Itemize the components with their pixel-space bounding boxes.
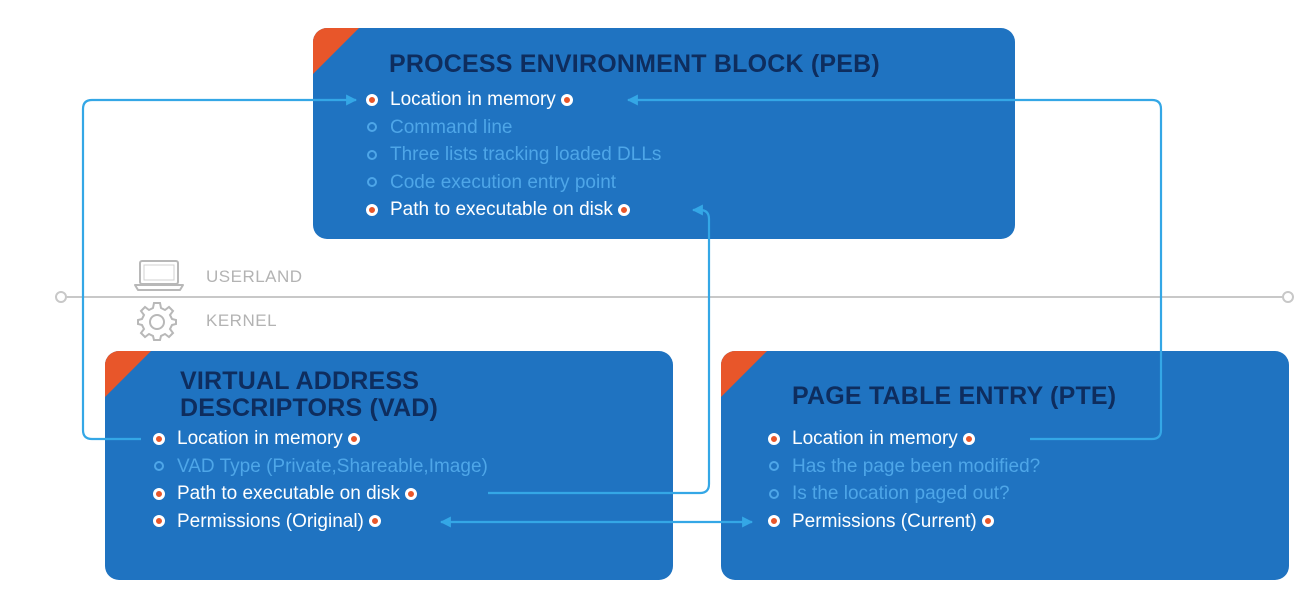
connector-dot-icon: [560, 93, 573, 106]
bullet-icon: [366, 203, 378, 216]
userland-label: USERLAND: [206, 267, 303, 286]
kernel-label: KERNEL: [206, 311, 278, 330]
bullet-icon: [366, 93, 378, 106]
vad-title: VIRTUAL ADDRESS DESCRIPTORS (VAD): [180, 368, 438, 422]
pte-item-paged-out: Is the location paged out?: [768, 480, 1040, 508]
connector-dot-icon: [347, 432, 360, 445]
peb-item-label: Path to executable on disk: [390, 199, 613, 220]
vad-title-line2: DESCRIPTORS (VAD): [180, 394, 439, 422]
bullet-icon: [153, 515, 165, 528]
peb-box: PROCESS ENVIRONMENT BLOCK (PEB) Location…: [313, 28, 1015, 239]
pte-item-page-modified: Has the page been modified?: [768, 453, 1040, 481]
connector-dot-icon: [962, 432, 975, 445]
pte-item-label: Has the page been modified?: [792, 455, 1041, 477]
pte-item-permissions-current: Permissions (Current): [768, 508, 1040, 536]
peb-item-loaded-dlls: Three lists tracking loaded DLLs: [366, 141, 661, 169]
bullet-icon: [154, 461, 164, 472]
pte-title: PAGE TABLE ENTRY (PTE): [792, 382, 1117, 410]
vad-corner-accent: [105, 351, 151, 397]
pte-item-location-in-memory: Location in memory: [768, 425, 1040, 453]
bullet-icon: [367, 122, 377, 133]
peb-item-location-in-memory: Location in memory: [366, 86, 661, 114]
peb-item-command-line: Command line: [366, 114, 661, 142]
peb-item-label: Location in memory: [390, 89, 556, 110]
connector-dot-icon: [404, 487, 417, 500]
peb-title: PROCESS ENVIRONMENT BLOCK (PEB): [389, 50, 880, 78]
connector-dot-icon: [981, 515, 994, 528]
vad-item-permissions-original: Permissions (Original): [153, 508, 488, 536]
bullet-icon: [769, 488, 779, 499]
vad-item-label: Permissions (Original): [177, 510, 364, 532]
vad-item-path-to-executable: Path to executable on disk: [153, 480, 488, 508]
vad-item-label: VAD Type (Private,Shareable,Image): [177, 455, 488, 477]
bullet-icon: [768, 515, 780, 528]
pte-box: PAGE TABLE ENTRY (PTE) Location in memor…: [721, 351, 1289, 580]
bullet-icon: [768, 432, 780, 445]
peb-field-list: Location in memory Command line Three li…: [366, 86, 661, 224]
vad-title-line1: VIRTUAL ADDRESS: [180, 367, 420, 395]
connector-dot-icon: [617, 203, 630, 216]
bullet-icon: [367, 149, 377, 160]
peb-item-label: Code execution entry point: [390, 171, 617, 193]
pte-item-label: Is the location paged out?: [792, 483, 1010, 504]
vad-field-list: Location in memory VAD Type (Private,Sha…: [153, 425, 488, 535]
vad-box: VIRTUAL ADDRESS DESCRIPTORS (VAD) Locati…: [105, 351, 673, 580]
vad-item-location-in-memory: Location in memory: [153, 425, 488, 453]
peb-item-entry-point: Code execution entry point: [366, 169, 661, 197]
laptop-icon: [134, 260, 184, 291]
pte-corner-accent: [721, 351, 767, 397]
vad-item-vad-type: VAD Type (Private,Shareable,Image): [153, 453, 488, 481]
gear-icon: [137, 302, 177, 341]
peb-item-label: Three lists tracking loaded DLLs: [390, 144, 662, 165]
peb-item-path-to-executable: Path to executable on disk: [366, 196, 661, 224]
bullet-icon: [367, 177, 377, 188]
pte-item-label: Location in memory: [792, 428, 958, 449]
vad-item-label: Location in memory: [177, 428, 343, 449]
connector-dot-icon: [368, 515, 381, 528]
pte-field-list: Location in memory Has the page been mod…: [768, 425, 1040, 535]
vad-item-label: Path to executable on disk: [177, 483, 400, 504]
bullet-icon: [153, 487, 165, 500]
bullet-icon: [769, 461, 779, 472]
peb-corner-accent: [313, 28, 359, 74]
pte-item-label: Permissions (Current): [792, 510, 977, 532]
bullet-icon: [153, 432, 165, 445]
peb-item-label: Command line: [390, 116, 513, 138]
